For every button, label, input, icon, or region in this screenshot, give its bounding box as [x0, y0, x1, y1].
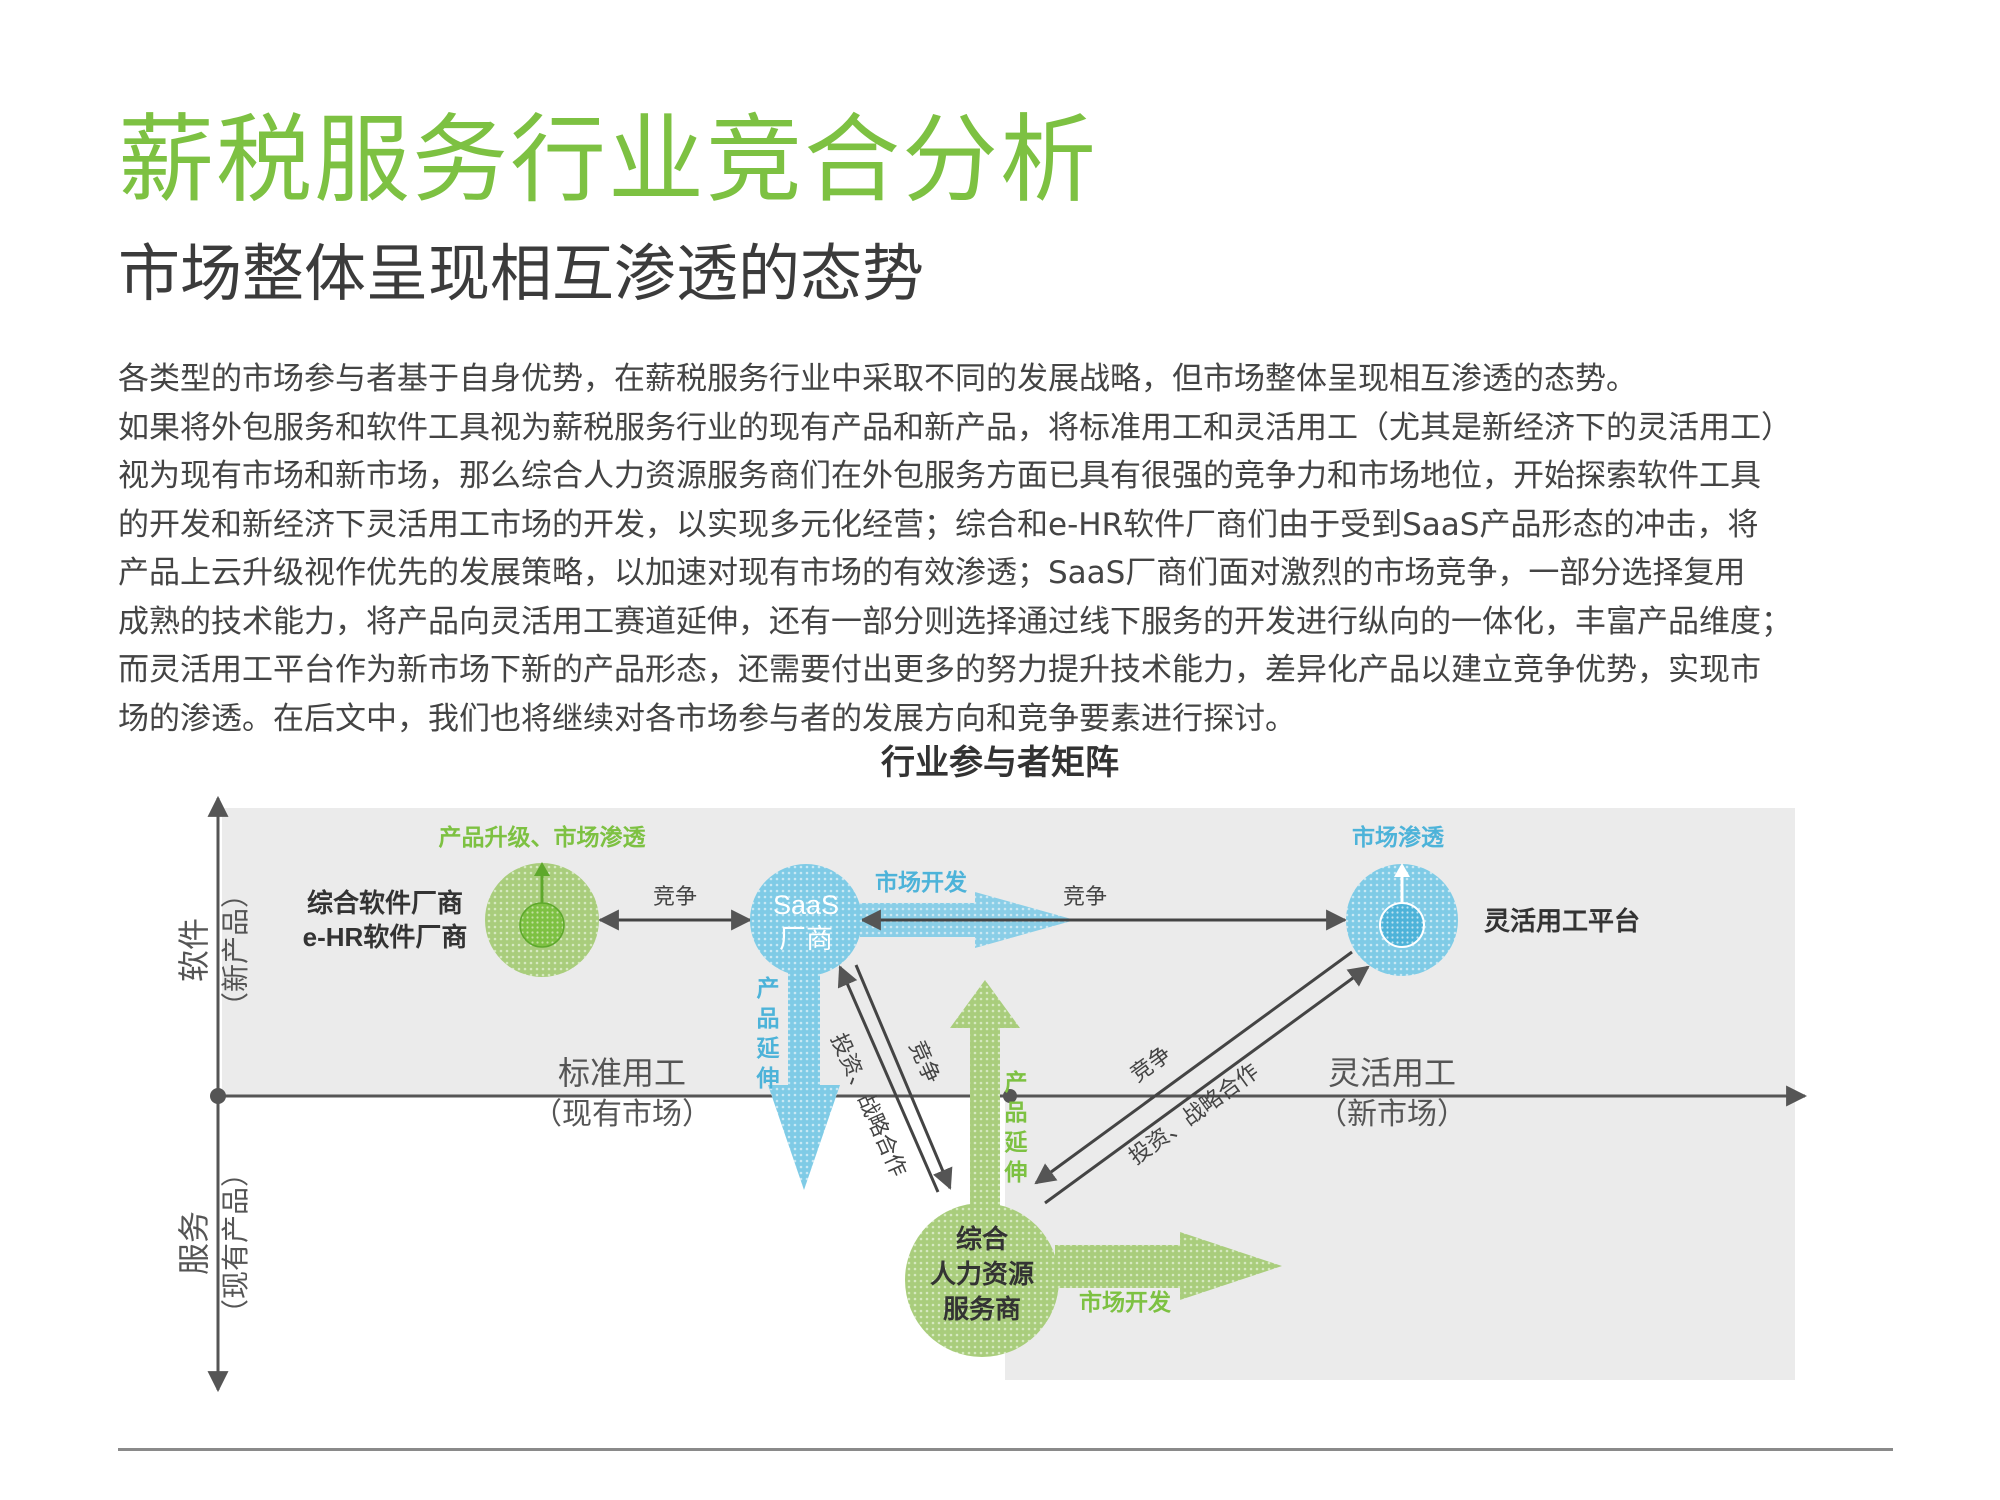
paragraph-line: 视为现有市场和新市场，那么综合人力资源服务商们在外包服务方面已具有很强的竞争力和… — [118, 458, 1761, 494]
market-penetrate-label: 市场渗透 — [1352, 824, 1445, 850]
y-axis-top-sublabel: （新产品） — [220, 880, 251, 1020]
quadrant-top-left — [222, 808, 1005, 1096]
svg-text:延: 延 — [756, 1035, 781, 1061]
compete-label-2: 竞争 — [1063, 884, 1107, 909]
body-paragraph: 各类型的市场参与者基于自身优势，在薪税服务行业中采取不同的发展战略，但市场整体呈… — [118, 355, 1918, 743]
paragraph-line: 的开发和新经济下灵活用工市场的开发，以实现多元化经营；综合和e-HR软件厂商们由… — [118, 506, 1759, 543]
hr-product-ext-label: 产 品 延 伸 — [1004, 1069, 1029, 1185]
flex-platform-node — [1346, 863, 1458, 976]
y-axis-bottom-sublabel: （现有产品） — [220, 1159, 251, 1327]
saas-node — [750, 864, 862, 976]
x-axis-left-label: 标准用工 — [558, 1055, 686, 1091]
saas-product-ext-arrow — [768, 955, 840, 1190]
svg-text:品: 品 — [757, 1005, 780, 1031]
invest-arrow-hr-saas — [837, 965, 940, 1193]
page-title: 薪税服务行业竞合分析 — [118, 104, 1098, 216]
y-axis-bottom-label: 服务 — [176, 1211, 212, 1275]
paragraph-line: 各类型的市场参与者基于自身优势，在薪税服务行业中采取不同的发展战略，但市场整体呈… — [118, 361, 1637, 397]
hr-market-dev-arrow — [1055, 1232, 1282, 1300]
hr-market-dev-label: 市场开发 — [1079, 1289, 1171, 1315]
compete-arrow-saas-hr — [854, 964, 953, 1190]
software-vendor-node — [485, 862, 599, 977]
hr-product-ext-arrow — [950, 980, 1020, 1210]
paragraph-line: 场的渗透。在后文中，我们也将继续对各市场参与者的发展方向和竞争要素进行探讨。 — [118, 700, 1296, 737]
saas-label-1: SaaS — [773, 890, 839, 920]
paragraph-line: 而灵活用工平台作为新市场下新的产品形态，还需要付出更多的努力提升技术能力，差异化… — [118, 652, 1761, 688]
page-subtitle: 市场整体呈现相互渗透的态势 — [118, 237, 925, 310]
saas-product-ext-label: 产 品 延 伸 — [756, 975, 781, 1091]
saas-label-2: 厂商 — [779, 924, 833, 954]
svg-text:产: 产 — [757, 975, 780, 1001]
software-vendor-label-1: 综合软件厂商 — [307, 888, 463, 918]
paragraph-line: 如果将外包服务和软件工具视为薪税服务行业的现有产品和新产品，将标准用工和灵活用工… — [118, 409, 1792, 446]
invest-arrow-hr-flex — [1044, 965, 1370, 1205]
hr-service-label-2: 人力资源 — [930, 1259, 1034, 1289]
footer-divider — [118, 1448, 1893, 1451]
x-axis-right-sublabel: （新市场） — [1317, 1098, 1467, 1131]
svg-text:伸: 伸 — [1004, 1159, 1028, 1185]
diagram-title: 行业参与者矩阵 — [881, 743, 1119, 783]
axis-origin-dot — [210, 1088, 226, 1104]
compete-label-1: 竞争 — [653, 884, 697, 909]
hr-service-node — [905, 1203, 1059, 1357]
svg-text:伸: 伸 — [756, 1065, 780, 1091]
software-vendor-label-2: e-HR软件厂商 — [303, 922, 468, 952]
flex-platform-label: 灵活用工平台 — [1484, 906, 1640, 936]
svg-text:产: 产 — [1005, 1069, 1028, 1095]
hr-service-label-3: 服务商 — [943, 1294, 1021, 1324]
upgrade-penetrate-label: 产品升级、市场渗透 — [439, 824, 647, 850]
y-axis-top-label: 软件 — [176, 918, 212, 982]
svg-text:延: 延 — [1004, 1129, 1029, 1155]
svg-text:品: 品 — [1005, 1099, 1028, 1125]
saas-market-dev-label: 市场开发 — [875, 869, 967, 895]
paragraph-line: 产品上云升级视作优先的发展策略，以加速对现有市场的有效渗透；SaaS厂商们面对激… — [118, 555, 1746, 591]
paragraph-line: 成熟的技术能力，将产品向灵活用工赛道延伸，还有一部分则选择通过线下服务的开发进行… — [118, 603, 1792, 640]
axis-mid-dot — [1003, 1089, 1017, 1103]
x-axis-right-label: 灵活用工 — [1328, 1055, 1456, 1091]
hr-service-label-1: 综合 — [956, 1224, 1009, 1254]
x-axis-left-sublabel: （现有市场） — [532, 1098, 712, 1131]
compete-arrow-flex-hr — [1034, 950, 1353, 1185]
